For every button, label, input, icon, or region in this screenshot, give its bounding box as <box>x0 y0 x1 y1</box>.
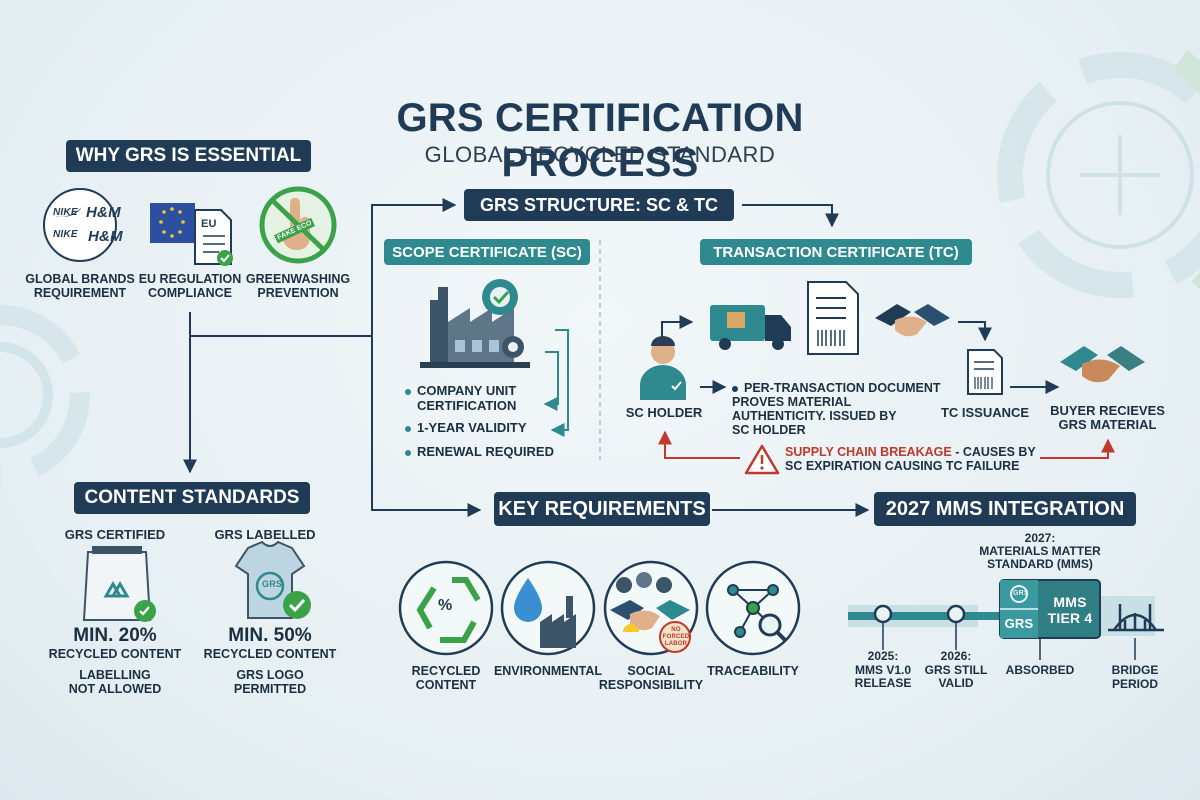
sc-heading: SCOPE CERTIFICATE (SC) <box>384 239 590 265</box>
tc-flow-arrows <box>661 315 1060 394</box>
bullet-dot <box>732 385 738 392</box>
why-item-line1: GREENWASHING <box>245 272 351 286</box>
bridge-icon <box>1108 604 1164 632</box>
tc-sc-holder-label: SC HOLDER <box>625 405 703 420</box>
labelled-sub: RECYCLED CONTENT <box>203 647 337 661</box>
brand-text-hm-2: H&M <box>88 228 123 245</box>
handshake-icon <box>875 304 950 337</box>
certified-min: MIN. 20% <box>73 625 157 646</box>
mms-step-absorbed: ABSORBED <box>1005 663 1075 677</box>
bullet-dot <box>405 425 411 432</box>
labelled-min: MIN. 50% <box>228 625 312 646</box>
decor-arcs-left <box>0 305 90 485</box>
recycle-percent-icon <box>416 577 481 643</box>
mms-heading: 2027 MMS INTEGRATION <box>874 492 1136 526</box>
buyer-handshake-icon <box>1060 346 1145 383</box>
sc-bullet-validity: 1-YEAR VALIDITY <box>405 420 527 435</box>
eu-document-icon <box>150 203 233 266</box>
connector-lines <box>183 198 870 517</box>
tc-document-icon <box>967 349 1003 395</box>
factory-gear-icon <box>420 279 530 368</box>
tc-heading: TRANSACTION CERTIFICATE (TC) <box>700 239 972 265</box>
transaction-document-icon <box>807 281 859 355</box>
why-grs-heading: WHY GRS IS ESSENTIAL <box>66 140 311 172</box>
handshake-people-icon <box>610 572 691 653</box>
labelled-title: GRS LABELLED <box>214 527 316 542</box>
brand-text-nike-2: NIKE <box>53 229 78 240</box>
page-title: GRS CERTIFICATION PROCESS <box>396 96 804 185</box>
warning-icon <box>744 444 780 475</box>
key-req-environmental: ENVIRONMENTAL <box>493 664 603 678</box>
tshirt-icon <box>234 540 311 619</box>
delivery-truck-icon <box>710 305 791 350</box>
certified-title: GRS CERTIFIED <box>64 527 166 542</box>
why-item-line1: GLOBAL BRANDS <box>25 272 135 286</box>
why-item-line2: COMPLIANCE <box>147 286 233 300</box>
mms-grs-box: GRS <box>1004 616 1034 631</box>
key-req-traceability: TRACEABILITY <box>707 664 799 678</box>
recycled-bag-icon <box>82 546 156 622</box>
eu-tag: EU <box>201 218 217 230</box>
page-subtitle: GLOBAL RECYCLED STANDARD <box>424 142 776 167</box>
network-search-icon <box>727 584 788 643</box>
key-req-heading: KEY REQUIREMENTS <box>494 492 710 526</box>
tc-issuance-label: TC ISSUANCE <box>940 405 1030 420</box>
recycle-percent-sign: % <box>438 597 453 614</box>
why-item-line2: REQUIREMENT <box>33 286 127 300</box>
shirt-grs-tag: GRS <box>262 579 283 589</box>
sc-bullet-renewal: RENEWAL REQUIRED <box>405 444 554 459</box>
water-factory-icon <box>514 578 576 648</box>
bullet-dot <box>405 388 411 395</box>
structure-heading: GRS STRUCTURE: SC & TC <box>464 189 734 221</box>
mms-grs-small: GRS <box>1013 590 1029 597</box>
decor-arcs-right <box>997 50 1200 298</box>
certified-sub: RECYCLED CONTENT <box>48 647 182 661</box>
why-item-line1: EU REGULATION <box>138 272 242 286</box>
brand-text-hm-1: H&M <box>86 204 121 221</box>
bullet-dot <box>405 449 411 456</box>
brand-text-nike-1: NIKE <box>53 207 78 218</box>
sc-holder-person-icon <box>640 336 686 400</box>
why-item-line2: PREVENTION <box>257 286 339 300</box>
renewal-loop-arrows <box>543 329 569 437</box>
breakage-arrows <box>658 430 1115 459</box>
brand-logos-icon <box>43 188 117 262</box>
content-heading: CONTENT STANDARDS <box>74 482 310 514</box>
